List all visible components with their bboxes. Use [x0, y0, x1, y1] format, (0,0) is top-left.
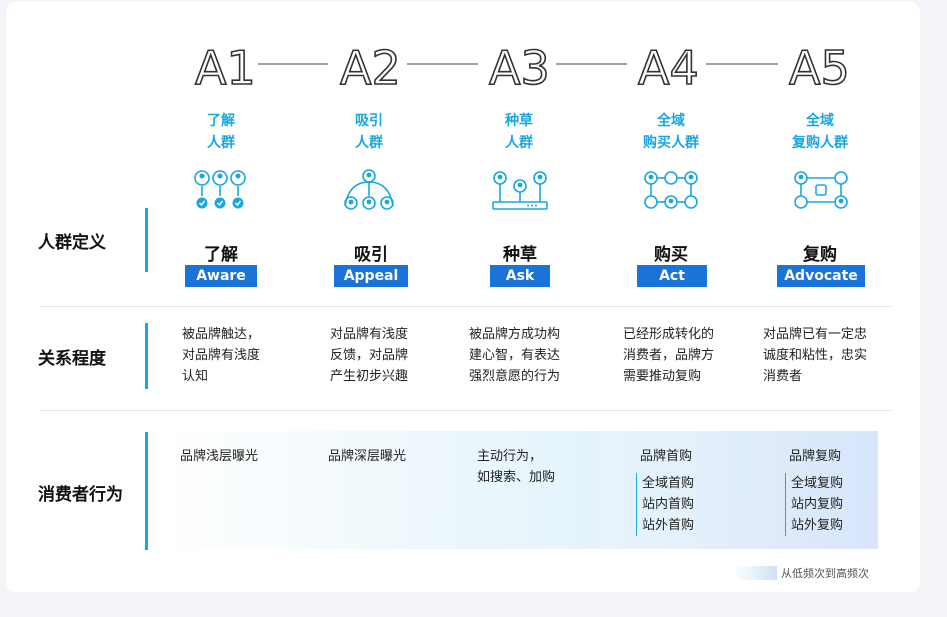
divider — [40, 306, 892, 307]
row-title-relationship: 关系程度 — [38, 349, 106, 369]
behavior-appeal: 品牌深层曝光 — [328, 449, 407, 464]
stage-code-a3: A3 — [488, 40, 550, 96]
stage-label-a4: 全域购买人群 — [643, 113, 699, 151]
sub-item: 全域复购 — [791, 476, 844, 491]
relationship-advocate: 对品牌已有一定忠 诚度和粘性，忠实 消费者 — [763, 327, 868, 384]
frequency-gradient-legend — [733, 566, 777, 580]
tag-act: Act — [637, 265, 707, 287]
stage-name-aware: 了解 — [204, 245, 238, 265]
tag-advocate: Advocate — [777, 265, 865, 287]
purchase-network-icon — [644, 171, 698, 209]
stage-code-a2: A2 — [339, 40, 401, 96]
tag-ask: Ask — [490, 265, 550, 287]
svg-text:A5: A5 — [789, 41, 850, 95]
stage-name-ask: 种草 — [503, 245, 537, 265]
behavior-sub-advocate: 全域复购 站内复购 站外复购 — [785, 473, 843, 536]
stage-label-a2: 吸引人群 — [355, 113, 383, 151]
sub-item: 站内复购 — [791, 497, 844, 512]
relationship-aware: 被品牌触达， 对品牌有浅度 认知 — [182, 327, 261, 384]
relationship-appeal: 对品牌有浅度 反馈，对品牌 产生初步兴趣 — [330, 327, 409, 384]
network-people-icon — [492, 171, 548, 210]
svg-text:A4: A4 — [638, 41, 699, 95]
behavior-act: 品牌首购 — [640, 449, 693, 464]
sub-item: 全域首购 — [642, 476, 695, 491]
sub-item: 站内首购 — [642, 497, 695, 512]
people-check-icon — [194, 170, 246, 209]
stage-name-appeal: 吸引 — [354, 245, 388, 265]
stage-code-a1: A1 — [194, 40, 256, 96]
row-accent-bar — [145, 432, 148, 550]
attract-people-icon — [344, 169, 394, 210]
stage-code-a4: A4 — [637, 40, 699, 96]
behavior-advocate: 品牌复购 — [789, 449, 842, 464]
sub-item: 站外复购 — [791, 518, 844, 533]
stage-header: A1 A2 A3 A4 A5 — [194, 40, 850, 96]
stage-name-act: 购买 — [654, 245, 688, 265]
svg-text:A3: A3 — [489, 41, 550, 95]
legend-text: 从低频次到高频次 — [781, 567, 869, 580]
stage-label-a3: 种草人群 — [505, 113, 533, 151]
tag-aware: Aware — [185, 265, 257, 287]
stage-name-advocate: 复购 — [803, 245, 837, 265]
behavior-sub-act: 全域首购 站内首购 站外首购 — [636, 473, 694, 536]
svg-text:A1: A1 — [195, 41, 256, 95]
svg-text:A2: A2 — [340, 41, 401, 95]
repurchase-network-icon — [794, 171, 848, 209]
behavior-aware: 品牌浅层曝光 — [180, 449, 259, 464]
divider — [40, 410, 892, 411]
row-accent-bar — [145, 208, 148, 272]
stage-code-a5: A5 — [788, 40, 850, 96]
relationship-act: 已经形成转化的 消费者，品牌方 需要推动复购 — [623, 327, 715, 384]
behavior-ask: 主动行为， 如搜索、加购 — [477, 449, 556, 485]
stage-label-a1: 了解人群 — [207, 113, 235, 151]
row-title-behavior: 消费者行为 — [38, 485, 123, 505]
row-accent-bar — [145, 323, 148, 389]
row-title-definition: 人群定义 — [38, 233, 106, 253]
behavior-band-segment — [600, 431, 878, 549]
behavior-gradient-band — [158, 431, 878, 549]
tag-appeal: Appeal — [334, 265, 408, 287]
relationship-ask: 被品牌方成功构 建心智，有表达 强烈意愿的行为 — [469, 327, 561, 384]
stage-label-a5: 全域复购人群 — [792, 113, 848, 151]
sub-item: 站外首购 — [642, 518, 695, 533]
